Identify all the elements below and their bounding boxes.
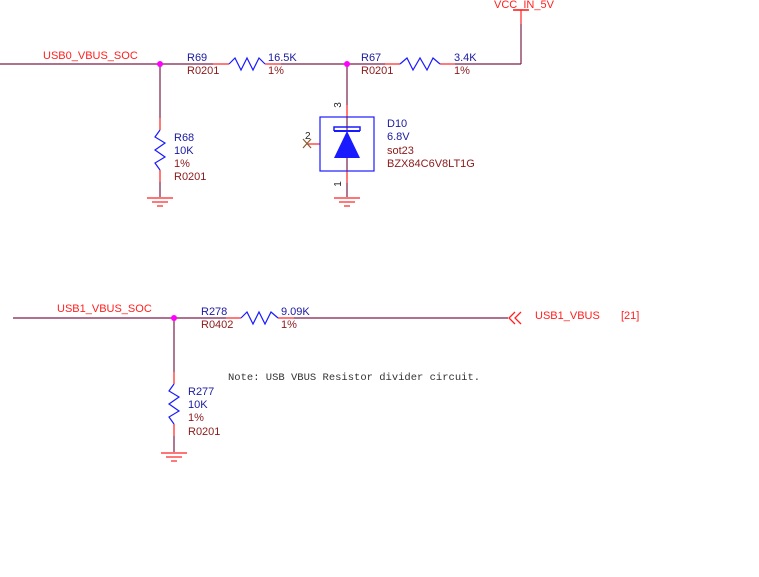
- r68-package: R0201: [174, 171, 207, 183]
- d10-zener-diode-symbol[interactable]: [319, 116, 375, 172]
- r277-ref: R277: [188, 386, 215, 398]
- vcc-in-5v-label: VCC_IN_5V: [494, 0, 554, 11]
- junction-dot: [157, 61, 163, 67]
- r277-value: 10K: [188, 399, 208, 411]
- d10-pin-2-label: 2: [305, 131, 311, 142]
- r68-resistor-symbol[interactable]: [153, 129, 167, 171]
- r67-package: R0201: [361, 65, 394, 77]
- r67-ref: R67: [361, 52, 382, 64]
- pin-stubs: [173, 317, 294, 436]
- d10-package: sot23: [387, 145, 414, 157]
- r277-tolerance: 1%: [188, 412, 204, 424]
- r67-value: 3.4K: [454, 52, 477, 64]
- off-page-connector-icon[interactable]: [508, 311, 522, 325]
- r69-tolerance: 1%: [268, 65, 284, 77]
- usb1-vbus-page-ref[interactable]: [21]: [621, 310, 640, 322]
- r67-tolerance: 1%: [454, 65, 470, 77]
- r67-resistor-symbol[interactable]: [399, 56, 441, 72]
- r277-package: R0201: [188, 426, 221, 438]
- r69-value: 16.5K: [268, 52, 297, 64]
- d10-voltage: 6.8V: [387, 131, 410, 143]
- r277-resistor-symbol[interactable]: [167, 383, 181, 425]
- d10-pin-3-label: 3: [332, 102, 344, 108]
- d10-pin-1-label: 1: [332, 181, 344, 187]
- r278-value: 9.09K: [281, 306, 310, 318]
- r68-ref: R68: [174, 132, 195, 144]
- usb0-vbus-soc-net-label[interactable]: USB0_VBUS_SOC: [43, 50, 138, 62]
- r69-ref: R69: [187, 52, 208, 64]
- ground-symbol: [147, 197, 173, 207]
- r69-resistor-symbol[interactable]: [228, 56, 266, 72]
- junction-dot: [171, 315, 177, 321]
- usb1-net-wire[interactable]: [13, 317, 508, 452]
- r278-resistor-symbol[interactable]: [240, 310, 279, 326]
- schematic-note: Note: USB VBUS Resistor divider circuit.: [228, 372, 481, 384]
- no-connect-x-icon: [302, 138, 312, 149]
- d10-ref: D10: [387, 118, 408, 130]
- r278-package: R0402: [201, 319, 234, 331]
- r68-value: 10K: [174, 145, 194, 157]
- r278-ref: R278: [201, 306, 228, 318]
- r278-tolerance: 1%: [281, 319, 297, 331]
- ground-symbol: [161, 452, 187, 462]
- ground-symbol: [334, 197, 360, 207]
- r69-package: R0201: [187, 65, 220, 77]
- usb1-vbus-soc-net-label[interactable]: USB1_VBUS_SOC: [57, 303, 152, 315]
- usb0-net-wire[interactable]: [0, 24, 522, 197]
- d10-part-number: BZX84C6V8LT1G: [387, 158, 475, 170]
- r68-tolerance: 1%: [174, 158, 190, 170]
- usb1-vbus-port-label[interactable]: USB1_VBUS: [535, 310, 600, 322]
- junction-dot: [344, 61, 350, 67]
